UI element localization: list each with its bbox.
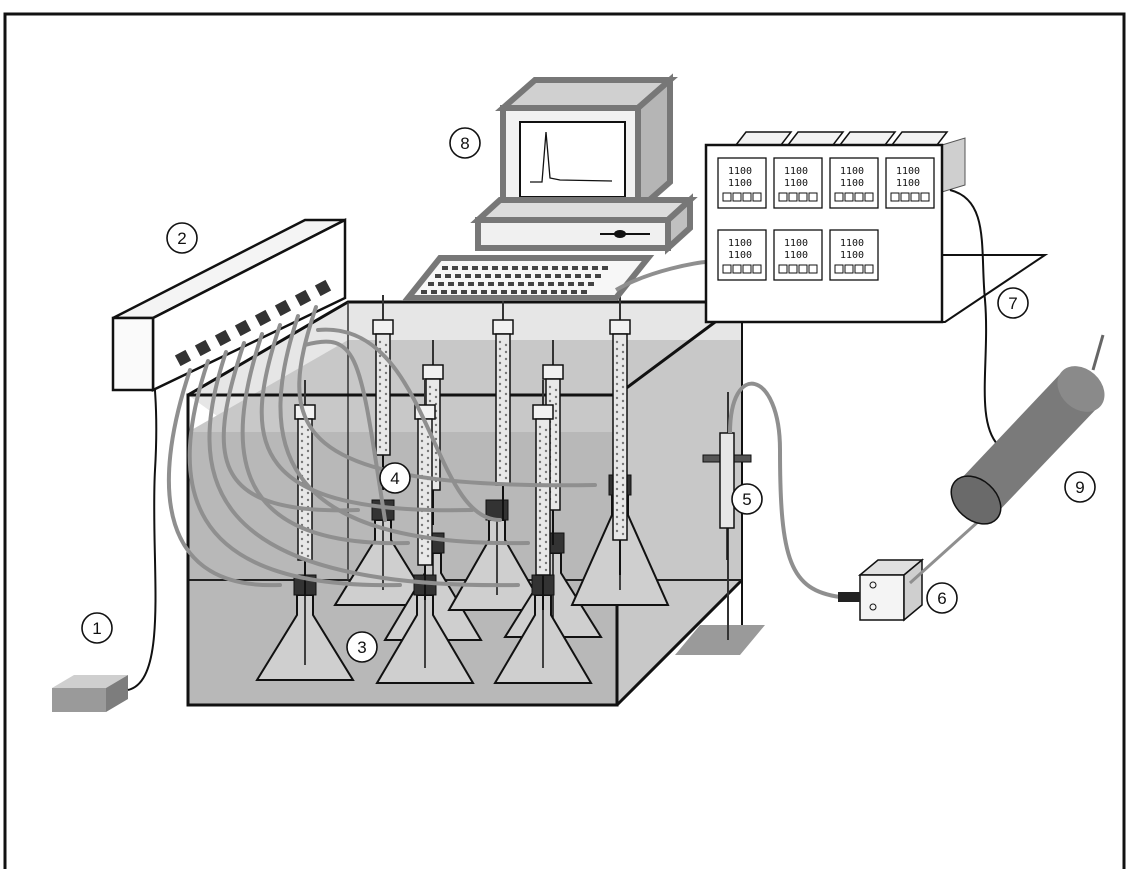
temperature-controller-panel: 1100110011001100110011001100110011001100…: [706, 132, 1045, 625]
callout-2: 2: [167, 223, 197, 253]
svg-text:3: 3: [357, 638, 366, 657]
svg-text:7: 7: [1008, 294, 1017, 313]
callout-8: 8: [450, 128, 480, 158]
computer: [408, 80, 706, 298]
svg-text:2: 2: [177, 229, 186, 248]
svg-text:9: 9: [1075, 478, 1084, 497]
svg-text:1100: 1100: [728, 178, 752, 189]
svg-text:8: 8: [460, 134, 469, 153]
packed-column-icon: [610, 295, 630, 575]
svg-text:1100: 1100: [840, 238, 864, 249]
svg-text:1100: 1100: [784, 178, 808, 189]
callout-5: 5: [732, 484, 762, 514]
power-supply: [52, 390, 156, 712]
callout-3: 3: [347, 632, 377, 662]
callout-1: 1: [82, 613, 112, 643]
svg-text:1100: 1100: [728, 166, 752, 177]
svg-text:5: 5: [742, 490, 751, 509]
monitor-screen: [520, 122, 625, 197]
svg-text:1100: 1100: [784, 166, 808, 177]
svg-text:6: 6: [937, 589, 946, 608]
svg-text:1100: 1100: [728, 250, 752, 261]
packed-column-icon: [533, 380, 553, 610]
svg-text:4: 4: [390, 469, 399, 488]
svg-text:1100: 1100: [840, 166, 864, 177]
svg-text:1100: 1100: [896, 166, 920, 177]
svg-text:1: 1: [92, 619, 101, 638]
svg-text:1100: 1100: [840, 178, 864, 189]
svg-text:1100: 1100: [784, 250, 808, 261]
svg-text:1100: 1100: [896, 178, 920, 189]
svg-text:1100: 1100: [840, 250, 864, 261]
svg-text:1100: 1100: [728, 238, 752, 249]
flow-meter: [838, 520, 980, 620]
callout-4: 4: [380, 463, 410, 493]
thermocouple-cable: [950, 190, 998, 445]
callout-7: 7: [998, 288, 1028, 318]
callout-9: 9: [1065, 472, 1095, 502]
callout-6: 6: [927, 583, 957, 613]
gas-cylinder: [942, 335, 1114, 534]
svg-text:1100: 1100: [784, 238, 808, 249]
electrode: [720, 433, 734, 528]
